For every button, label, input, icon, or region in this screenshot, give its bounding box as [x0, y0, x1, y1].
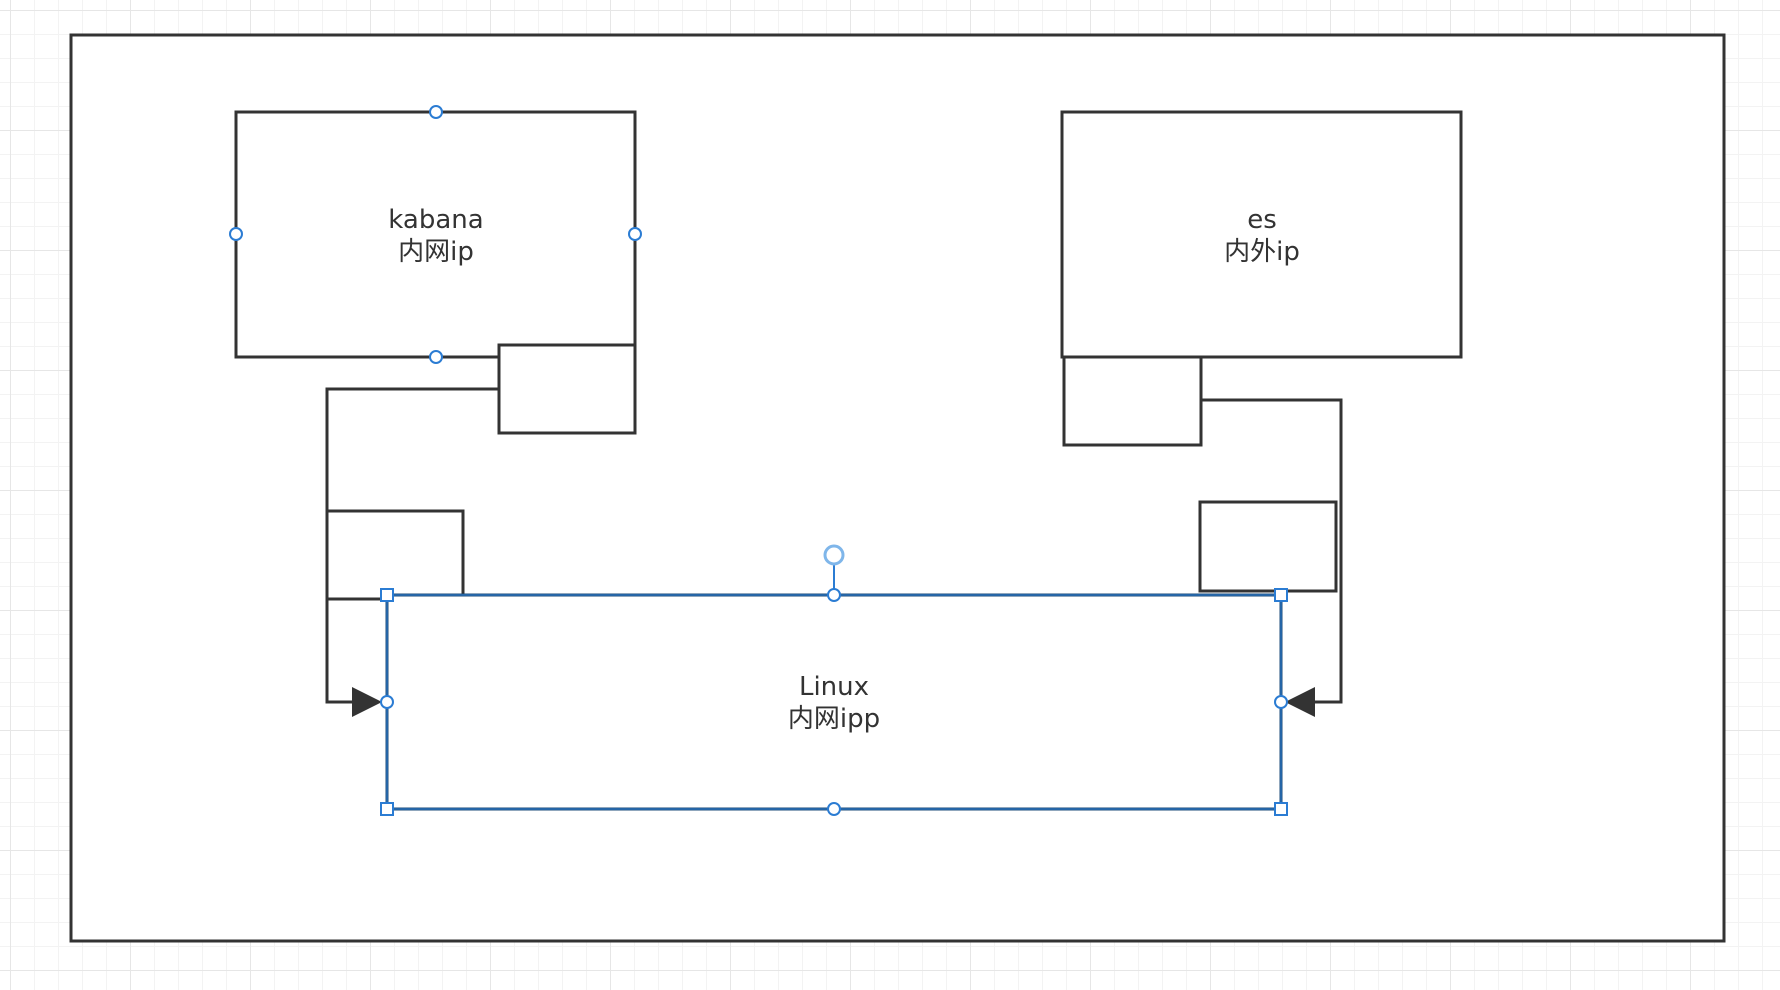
node-kabana[interactable]: kabana 内网ip: [229, 105, 642, 435]
kabana-port-box[interactable]: [497, 343, 637, 435]
right-connector-box[interactable]: [1198, 500, 1338, 593]
resize-handle-top-right[interactable]: [1274, 588, 1288, 602]
resize-handle-bottom-left[interactable]: [380, 802, 394, 816]
kabana-box[interactable]: [234, 110, 637, 359]
es-title: es: [1247, 205, 1277, 235]
node-linux[interactable]: Linux 内网ipp: [380, 544, 1288, 816]
es-port-box[interactable]: [1062, 355, 1203, 447]
kabana-subtitle: 内网ip: [398, 237, 474, 267]
left-connector-box[interactable]: [325, 509, 465, 601]
kabana-title: kabana: [388, 205, 483, 235]
edge-kabana-to-linux[interactable]: [325, 387, 499, 717]
edge-es-to-linux[interactable]: [1201, 398, 1343, 717]
rotate-handle[interactable]: [823, 544, 845, 566]
linux-anchor-top[interactable]: [827, 588, 841, 602]
es-subtitle: 内外ip: [1224, 237, 1300, 267]
kabana-anchor-left[interactable]: [229, 227, 243, 241]
linux-anchor-left[interactable]: [380, 695, 394, 709]
linux-box[interactable]: [385, 593, 1283, 811]
kabana-anchor-bottom[interactable]: [429, 350, 443, 364]
resize-handle-bottom-right[interactable]: [1274, 802, 1288, 816]
linux-subtitle: 内网ipp: [788, 704, 880, 734]
es-box[interactable]: [1060, 110, 1463, 359]
linux-anchor-right[interactable]: [1274, 695, 1288, 709]
linux-title: Linux: [799, 672, 869, 702]
kabana-anchor-top[interactable]: [429, 105, 443, 119]
resize-handle-top-left[interactable]: [380, 588, 394, 602]
kabana-anchor-right[interactable]: [628, 227, 642, 241]
linux-anchor-bottom[interactable]: [827, 802, 841, 816]
